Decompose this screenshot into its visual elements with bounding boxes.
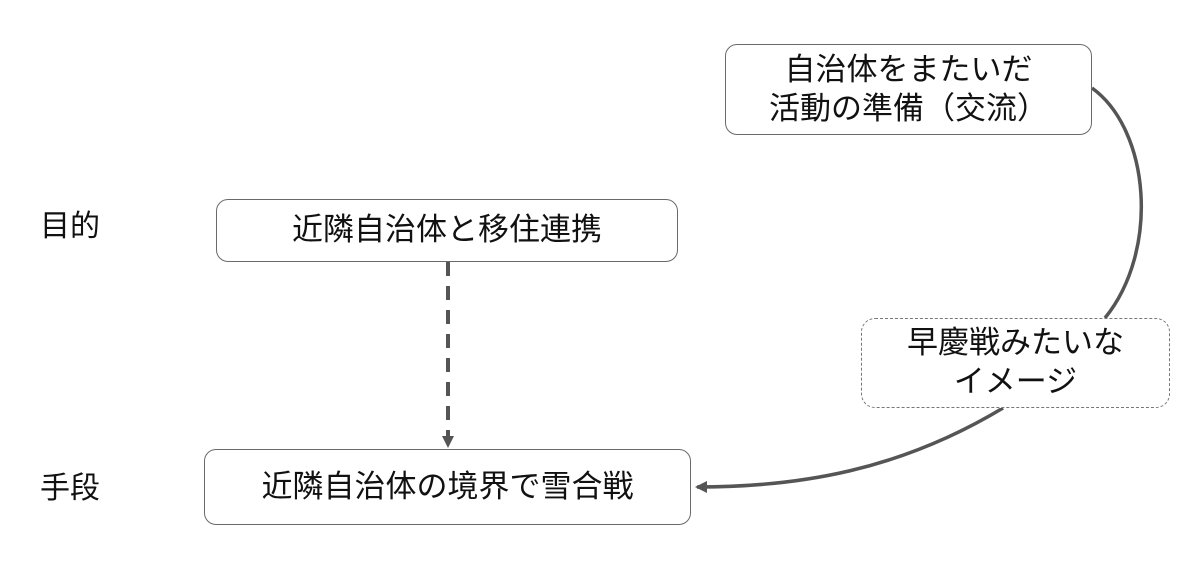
- node-purpose[interactable]: 近隣自治体と移住連携: [216, 199, 678, 262]
- node-prep-line2: 活動の準備（交流）: [769, 90, 1048, 127]
- curved-arrow-note-to-means: [695, 406, 1004, 493]
- row-label-means: 手段: [40, 471, 100, 506]
- node-prep[interactable]: 自治体をまたいだ 活動の準備（交流）: [725, 44, 1092, 135]
- node-means[interactable]: 近隣自治体の境界で雪合戦: [204, 449, 691, 525]
- node-note[interactable]: 早慶戦みたいな イメージ: [861, 318, 1170, 408]
- node-note-line2: イメージ: [953, 364, 1078, 400]
- node-note-line1: 早慶戦みたいな: [907, 325, 1124, 362]
- node-purpose-text: 近隣自治体と移住連携: [292, 212, 602, 249]
- node-prep-line1: 自治体をまたいだ: [784, 51, 1033, 88]
- node-means-text: 近隣自治体の境界で雪合戦: [261, 468, 634, 505]
- curved-arrow-prep-to-means: [1090, 86, 1143, 320]
- row-label-purpose: 目的: [40, 209, 100, 244]
